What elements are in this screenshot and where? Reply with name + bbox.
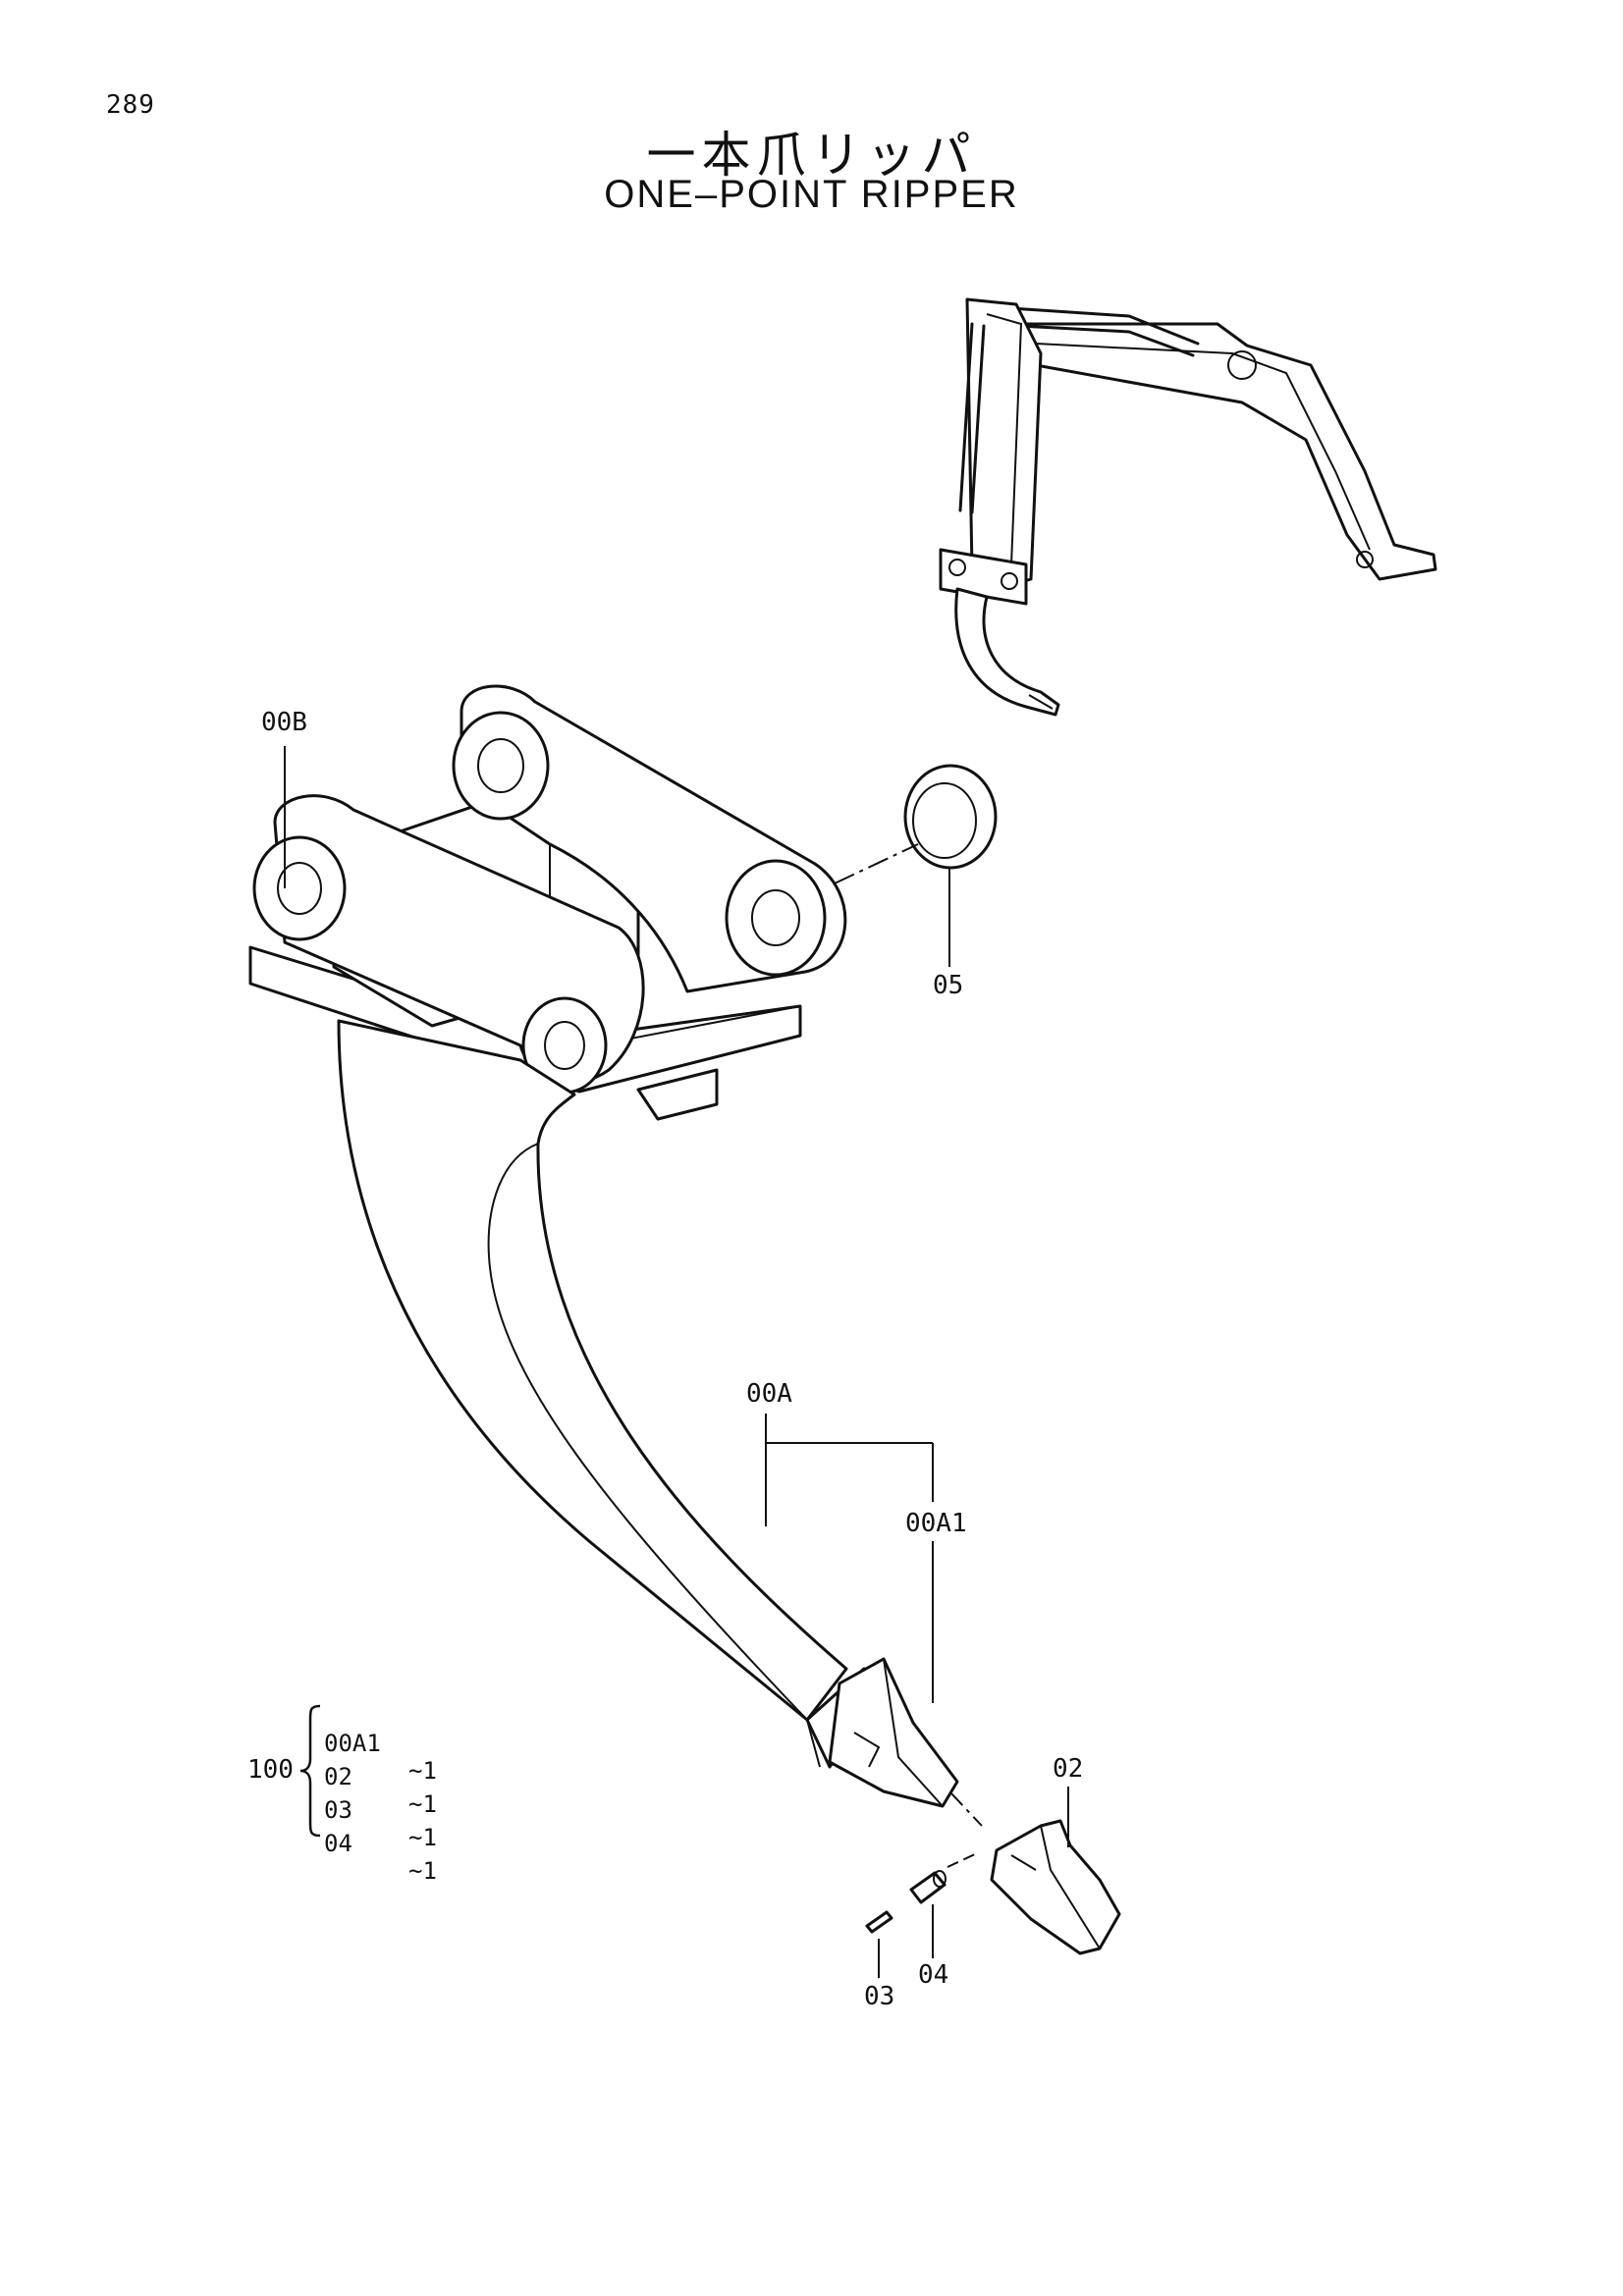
seal-ring-05 xyxy=(903,764,998,870)
callout-label-02: 02 xyxy=(1053,1754,1084,1784)
kit-composition-100: 100 00A1 ~1 02 ~1 03 ~1 04 ~1 xyxy=(247,1700,473,1885)
kit-row-part: 00A1 xyxy=(324,1730,381,1757)
ripper-bracket-00B xyxy=(248,684,847,1121)
kit-row: 04 ~1 xyxy=(324,1802,437,1912)
callout-label-00A1: 00A1 xyxy=(905,1509,967,1538)
kit-row-qty: ~1 xyxy=(408,1824,437,1851)
kit-row: 03 ~1 xyxy=(324,1769,437,1879)
kit-row: 00A1 ~1 xyxy=(324,1702,437,1812)
kit-number: 100 xyxy=(247,1755,294,1785)
kit-row-qty: ~1 xyxy=(408,1790,437,1818)
kit-row-part: 02 xyxy=(324,1763,352,1790)
callout-label-05: 05 xyxy=(933,971,964,1000)
kit-row-qty: ~1 xyxy=(408,1757,437,1785)
page-number: 289 xyxy=(106,90,155,120)
callout-leader-lines xyxy=(284,746,1069,1978)
callout-label-00A: 00A xyxy=(746,1379,792,1409)
callout-label-00B: 00B xyxy=(261,708,307,737)
page-title-english: ONE–POINT RIPPER xyxy=(604,173,1019,216)
callout-label-03: 03 xyxy=(864,1982,895,2011)
page-title-japanese: 一本爪リッパ xyxy=(646,127,977,184)
tooth-02 xyxy=(990,1819,1121,1955)
callout-label-04: 04 xyxy=(918,1960,949,1990)
excavator-arm-overview-illustration xyxy=(939,297,1437,717)
lock-03 xyxy=(865,1910,893,1934)
ripper-point-00A1 xyxy=(828,1657,959,1808)
kit-row: 02 ~1 xyxy=(324,1735,437,1845)
kit-row-qty: ~1 xyxy=(408,1857,437,1885)
curly-brace-icon xyxy=(299,1704,321,1838)
pin-04 xyxy=(909,1870,947,1904)
kit-row-part: 04 xyxy=(324,1830,352,1857)
kit-row-part: 03 xyxy=(324,1796,352,1824)
